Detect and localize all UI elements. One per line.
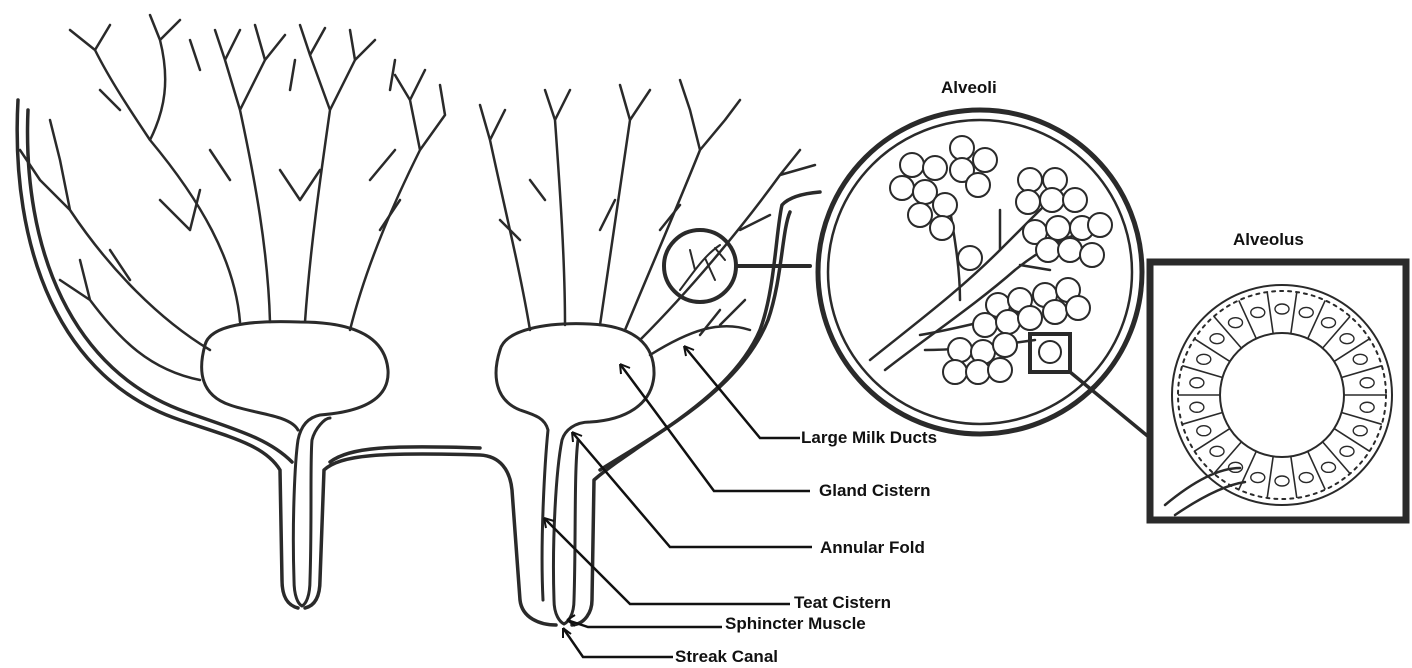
alveolus-title: Alveolus	[1233, 231, 1304, 248]
alveolus-box	[1150, 262, 1406, 520]
label-annular-fold: Annular Fold	[820, 539, 925, 556]
alveoli-title: Alveoli	[941, 79, 997, 96]
left-gland-cistern	[202, 322, 388, 606]
alveolus-connector-line	[1070, 372, 1150, 438]
alveoli-clusters	[890, 136, 1112, 384]
small-circle-ducts	[680, 245, 725, 290]
leader-lines	[544, 346, 812, 657]
magnify-source-circle	[664, 230, 736, 302]
label-gland-cistern: Gland Cistern	[819, 482, 930, 499]
label-large-milk-ducts: Large Milk Ducts	[801, 429, 937, 446]
label-sphincter-muscle: Sphincter Muscle	[725, 615, 866, 632]
label-streak-canal: Streak Canal	[675, 648, 778, 665]
label-teat-cistern: Teat Cistern	[794, 594, 891, 611]
